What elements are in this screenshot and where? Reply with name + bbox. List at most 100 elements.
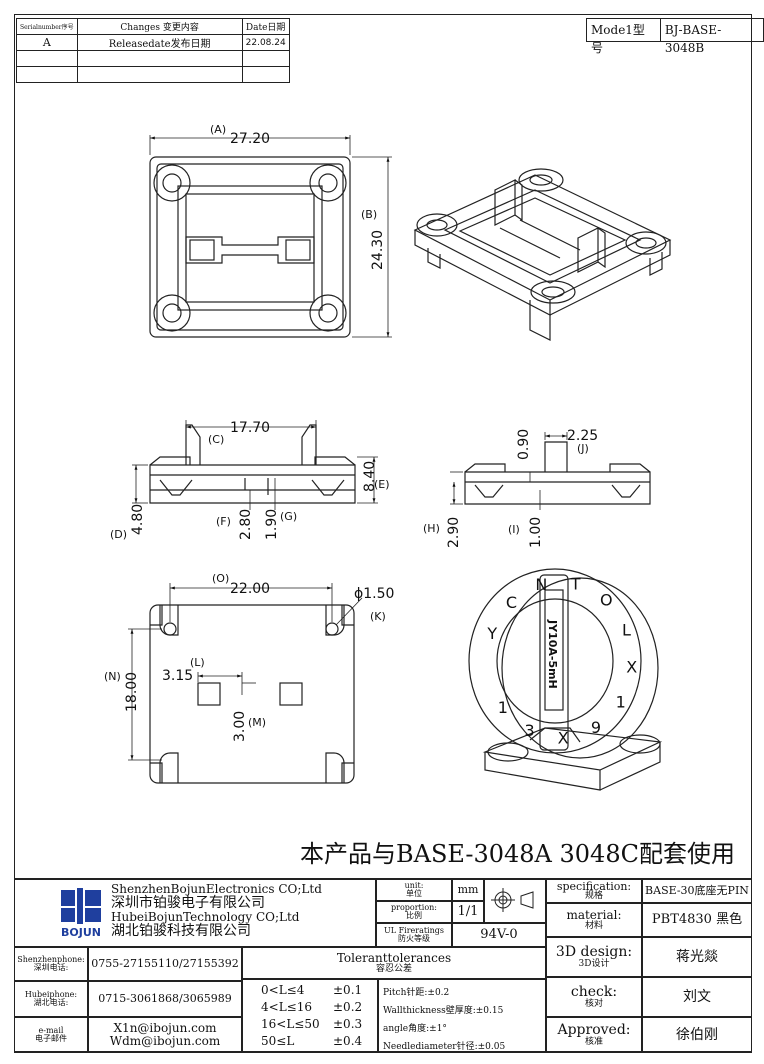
ring-letter: 3 (525, 721, 535, 740)
hb-phone-label-cn: 湖北电话: (33, 998, 69, 1007)
bojun-logo-icon: BOJUN (61, 886, 101, 938)
dim-tag-f: (F) (216, 515, 231, 528)
dim-tag-e: (E) (374, 478, 390, 491)
unit-label: unit:单位 (376, 879, 452, 901)
hb-phone-label: Hubeiphone:湖北电话: (14, 981, 88, 1017)
dim-front-rail: 2.80 (238, 509, 254, 540)
tolerance-value-list: ±0.1 ±0.2 ±0.3 ±0.4 (333, 982, 362, 1050)
ring-letter: 9 (591, 718, 601, 737)
iso-view (413, 168, 672, 341)
dim-side-base: 2.90 (446, 517, 462, 548)
ring-letter: X (558, 728, 569, 747)
dim-front-gap: 1.90 (264, 509, 280, 540)
dim-tag-k: (K) (370, 610, 386, 623)
fire-rating-label-en: UL Fireratings (383, 925, 444, 935)
ring-letter: T (570, 574, 581, 593)
tolerance-range: 0<L≤4 (261, 983, 305, 997)
rev-row-date (241, 66, 290, 83)
tolerance-range-list: 0<L≤4 4<L≤16 16<L≤50 50≤L (261, 982, 320, 1050)
ring-letter: Y (486, 624, 497, 643)
check-label: check:核对 (546, 977, 642, 1017)
dim-bottom-slot-h: 3.00 (232, 711, 248, 742)
spec-value: BASE-30底座无PIN (642, 879, 752, 903)
email-2: Wdm@ibojun.com (109, 1034, 221, 1048)
dim-front-span: 17.70 (230, 420, 270, 436)
corner-boss (309, 164, 347, 202)
tolerance-value: ±0.2 (333, 1000, 363, 1014)
dim-tag-j: (J) (577, 442, 589, 455)
approved-value: 徐伯刚 (642, 1017, 752, 1053)
tolerance-note: Wallthickness壁厚度:±0.15 (383, 1006, 504, 1016)
ring-letter: 1 (498, 698, 508, 717)
sz-phone-label-cn: 深圳电话: (33, 963, 69, 972)
side-view (450, 432, 651, 510)
hb-phone-label-en: Hubeiphone: (24, 989, 78, 999)
tolerance-title-cn: 容忍公差 (375, 963, 412, 974)
design-value: 蒋光燚 (642, 937, 752, 977)
dim-tag-i: (I) (508, 523, 520, 536)
ring-letter: N (535, 575, 547, 594)
tolerance-range: 50≤L (261, 1034, 295, 1048)
dim-tag-h: (H) (423, 522, 440, 535)
dim-tag-a: (A) (210, 123, 226, 136)
fire-rating-value: 94V-0 (452, 923, 546, 947)
tolerance-value: ±0.4 (333, 1034, 363, 1048)
company-name-sz-cn: 深圳市铂骏电子有限公司 (111, 895, 265, 911)
dim-tag-c: (C) (208, 433, 224, 446)
ring-letter: L (622, 621, 631, 640)
dim-top-width: 27.20 (230, 131, 270, 147)
dim-tag-g: (G) (280, 510, 297, 523)
approved-label: Approved:核准 (546, 1017, 642, 1053)
ring-letter: 1 (616, 692, 626, 711)
design-label-cn: 3D设计 (578, 958, 610, 969)
corner-boss (153, 164, 191, 202)
design-label-en: 3D design: (555, 943, 633, 960)
mounting-hole (325, 622, 339, 636)
product-core-text: JY10A-5mH (546, 619, 559, 689)
unit-value: mm (452, 879, 484, 901)
sz-phone-label: Shenzhenphone:深圳电话: (14, 947, 88, 981)
email-label-en: e-mail (38, 1025, 64, 1035)
email-label-cn: 电子邮件 (35, 1034, 67, 1043)
tolerance-note: angle角度:±1° (383, 1024, 447, 1034)
tolerance-title-en: Toleranttolerances (336, 950, 452, 965)
check-value: 刘文 (642, 977, 752, 1017)
dim-tag-l: (L) (190, 656, 205, 669)
logo-text: BOJUN (61, 926, 101, 938)
fire-rating-label-cn: 防火等级 (398, 934, 430, 943)
engineering-drawings: (A) 27.20 (B) 24.30 (C) 17.70 (D) 4.80 (… (104, 123, 672, 791)
drawing-sheet-border (14, 14, 752, 1052)
top-view (149, 135, 392, 338)
unit-label-cn: 单位 (406, 889, 422, 898)
projection-symbol-icon (491, 888, 534, 912)
dim-bottom-hole-span: 22.00 (230, 581, 270, 597)
check-label-en: check: (570, 983, 618, 1000)
sz-phone-value: 0755-27155110/27155392 (88, 947, 242, 981)
model-label: Mode1型号 (591, 23, 645, 55)
material-label-cn: 材料 (584, 920, 603, 931)
unit-label-en: unit: (404, 880, 424, 890)
mounting-hole (163, 622, 177, 636)
corner-boss (309, 294, 347, 332)
usage-note: 本产品与BASE-3048A 3048C配套使用 (300, 840, 735, 868)
product-3d-view (468, 568, 663, 791)
tolerance-note: Needlediameter针径:±0.05 (383, 1042, 506, 1052)
tolerance-note: Pitch针距:±0.2 (383, 988, 450, 998)
check-label-cn: 核对 (584, 998, 603, 1009)
material-label: material:材料 (546, 903, 642, 937)
ring-letter: O (600, 591, 613, 610)
dim-front-height: 4.80 (130, 504, 146, 535)
approved-label-en: Approved: (557, 1021, 631, 1038)
proportion-label: proportion:比例 (376, 901, 452, 923)
company-name-hb-en: HubeiBojunTechnology CO;Ltd (111, 910, 300, 924)
company-name-sz-en: ShenzhenBojunElectronics CO;Ltd (111, 882, 322, 896)
dim-tag-b: (B) (361, 208, 377, 221)
dim-side-pin-width: 2.25 (567, 428, 598, 444)
proportion-value: 1/1 (452, 901, 484, 923)
dim-front-right-height: 8.40 (362, 461, 378, 492)
dim-tag-o: (O) (212, 572, 229, 585)
corner-boss (153, 294, 191, 332)
spec-label-en: specification: (556, 879, 632, 893)
tolerance-ranges: 0<L≤4 4<L≤16 16<L≤50 50≤L ±0.1 ±0.2 ±0.3… (242, 979, 378, 1053)
